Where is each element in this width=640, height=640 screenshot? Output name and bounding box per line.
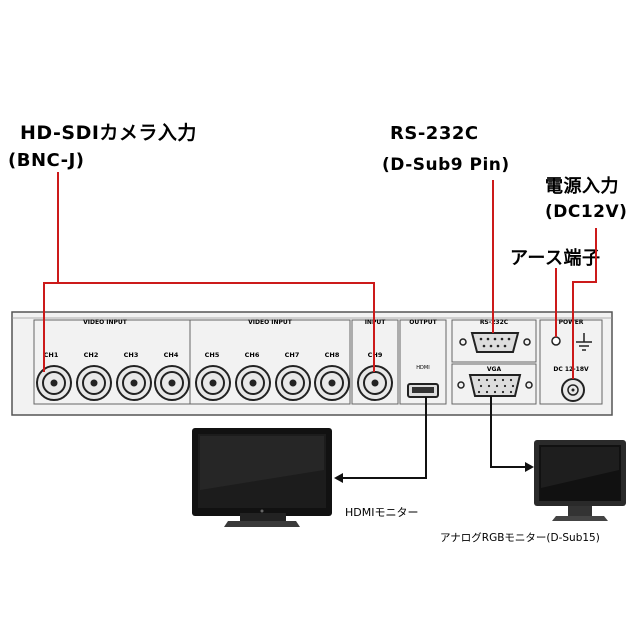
channel-label-7: CH7	[285, 351, 300, 359]
power-callout-spec: (DC12V)	[545, 202, 628, 222]
channel-labels: CH1 CH2 CH3 CH4 CH5 CH6 CH7 CH8 CH9	[44, 351, 383, 359]
bnc-connector-ch1[interactable]	[36, 365, 72, 401]
rs232c-port-label: RS-232C	[480, 319, 509, 326]
rs232c-callout-connector: (D-Sub9 Pin)	[382, 155, 510, 175]
bnc-connector-ch4[interactable]	[154, 365, 190, 401]
video-input-label-right: VIDEO INPUT	[248, 319, 293, 326]
rs232c-callout-title: RS-232C	[390, 123, 479, 144]
vga-arrow-head-icon	[525, 462, 534, 472]
hdmi-arrow-head-icon	[334, 473, 343, 483]
output-frame	[399, 319, 447, 405]
hdsdi-callout-title: HD-SDIカメラ入力	[20, 122, 197, 144]
channel-label-1: CH1	[44, 351, 59, 359]
video-input-label-left: VIDEO INPUT	[83, 319, 128, 326]
vga-connection-arrow	[490, 396, 528, 468]
hdmi-port-label: HDMI	[416, 365, 429, 371]
vga-monitor-label: アナログRGBモニター(D-Sub15)	[440, 532, 600, 544]
ground-callout-title: アース端子	[510, 248, 601, 269]
hdmi-port[interactable]	[407, 383, 439, 398]
video-input-frame-right	[189, 319, 351, 405]
vga-frame	[451, 363, 537, 405]
dc-input-label: DC 12-18V	[553, 366, 589, 373]
bnc-connector-ch2[interactable]	[76, 365, 112, 401]
power-frame	[539, 319, 603, 405]
channel-label-6: CH6	[245, 351, 260, 359]
input-label: INPUT	[365, 319, 387, 326]
hdmi-monitor-label: HDMIモニター	[345, 506, 419, 519]
ground-terminal[interactable]	[551, 336, 561, 346]
bnc-connector-ch8[interactable]	[314, 365, 350, 401]
hdmi-connection-arrow	[340, 397, 427, 479]
power-label: POWER	[559, 319, 584, 326]
channel-label-3: CH3	[124, 351, 139, 359]
bnc-connector-ch3[interactable]	[116, 365, 152, 401]
hdsdi-callout-line	[43, 172, 59, 372]
power-callout-line	[572, 228, 597, 379]
channel-label-4: CH4	[164, 351, 179, 359]
output-label: OUTPUT	[409, 319, 437, 326]
callout-lines	[43, 172, 597, 379]
hdsdi-callout-connector: (BNC-J)	[8, 150, 85, 171]
rs232c-port[interactable]	[459, 332, 531, 353]
hdmi-monitor	[192, 428, 332, 527]
channel-label-5: CH5	[205, 351, 220, 359]
channel-label-9: CH9	[368, 351, 383, 359]
ground-symbol-icon	[576, 333, 592, 351]
channel-label-2: CH2	[84, 351, 99, 359]
vga-monitor	[534, 440, 626, 521]
power-callout-title: 電源入力	[545, 176, 619, 197]
bnc-connectors	[36, 365, 393, 401]
vga-port[interactable]	[457, 374, 533, 397]
bnc-connector-ch5[interactable]	[195, 365, 231, 401]
dc-power-jack[interactable]	[561, 378, 585, 402]
channel-label-8: CH8	[325, 351, 340, 359]
bnc-connector-ch6[interactable]	[235, 365, 271, 401]
bnc-connector-ch7[interactable]	[275, 365, 311, 401]
hdsdi-callout-line-right	[58, 282, 375, 372]
vga-port-label: VGA	[487, 366, 502, 373]
